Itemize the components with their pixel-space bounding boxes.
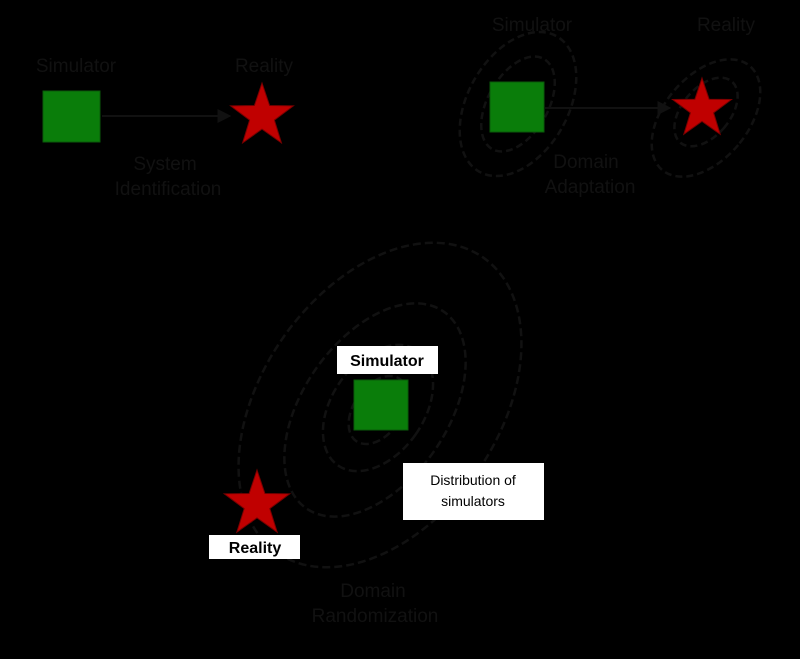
da-reality-label: Reality [697, 15, 756, 36]
si-reality-label: Reality [235, 56, 294, 77]
dr-reality-star [222, 468, 292, 534]
da-sim-outer-ellipse [458, 30, 578, 178]
dr-middle-ellipse [283, 302, 467, 518]
da-real-inner-ellipse [673, 76, 739, 148]
dr-distribution-box [403, 463, 544, 520]
dr-simulator-label: Simulator [350, 353, 424, 370]
si-simulator-label: Simulator [36, 56, 117, 77]
si-method-line2: Identification [115, 179, 222, 200]
si-method-line1: System [133, 154, 196, 175]
dr-method-line2: Randomization [312, 606, 439, 627]
dr-reality-label: Reality [229, 540, 282, 557]
dr-inner-ellipse [321, 343, 435, 473]
domain-adaptation-panel: Simulator Reality Domain Adaptation [458, 15, 762, 198]
si-reality-star [229, 81, 295, 145]
si-simulator-square [42, 90, 101, 143]
da-simulator-square [489, 81, 545, 133]
dr-simulator-label-box [337, 346, 438, 374]
da-method-line1: Domain [553, 152, 618, 173]
dr-reality-label-box [209, 535, 300, 559]
da-reality-star [671, 76, 733, 136]
dr-distribution-line1: Distribution of [430, 472, 516, 488]
dr-distribution-line2: simulators [441, 493, 505, 509]
domain-randomization-panel: Simulator Distribution of simulators Rea… [209, 241, 544, 627]
dr-simulator-square [353, 379, 409, 431]
da-method-line2: Adaptation [545, 177, 636, 198]
system-identification-panel: Simulator Reality System Identification [36, 56, 295, 200]
da-simulator-label: Simulator [492, 15, 573, 36]
dr-method-line1: Domain [340, 581, 405, 602]
